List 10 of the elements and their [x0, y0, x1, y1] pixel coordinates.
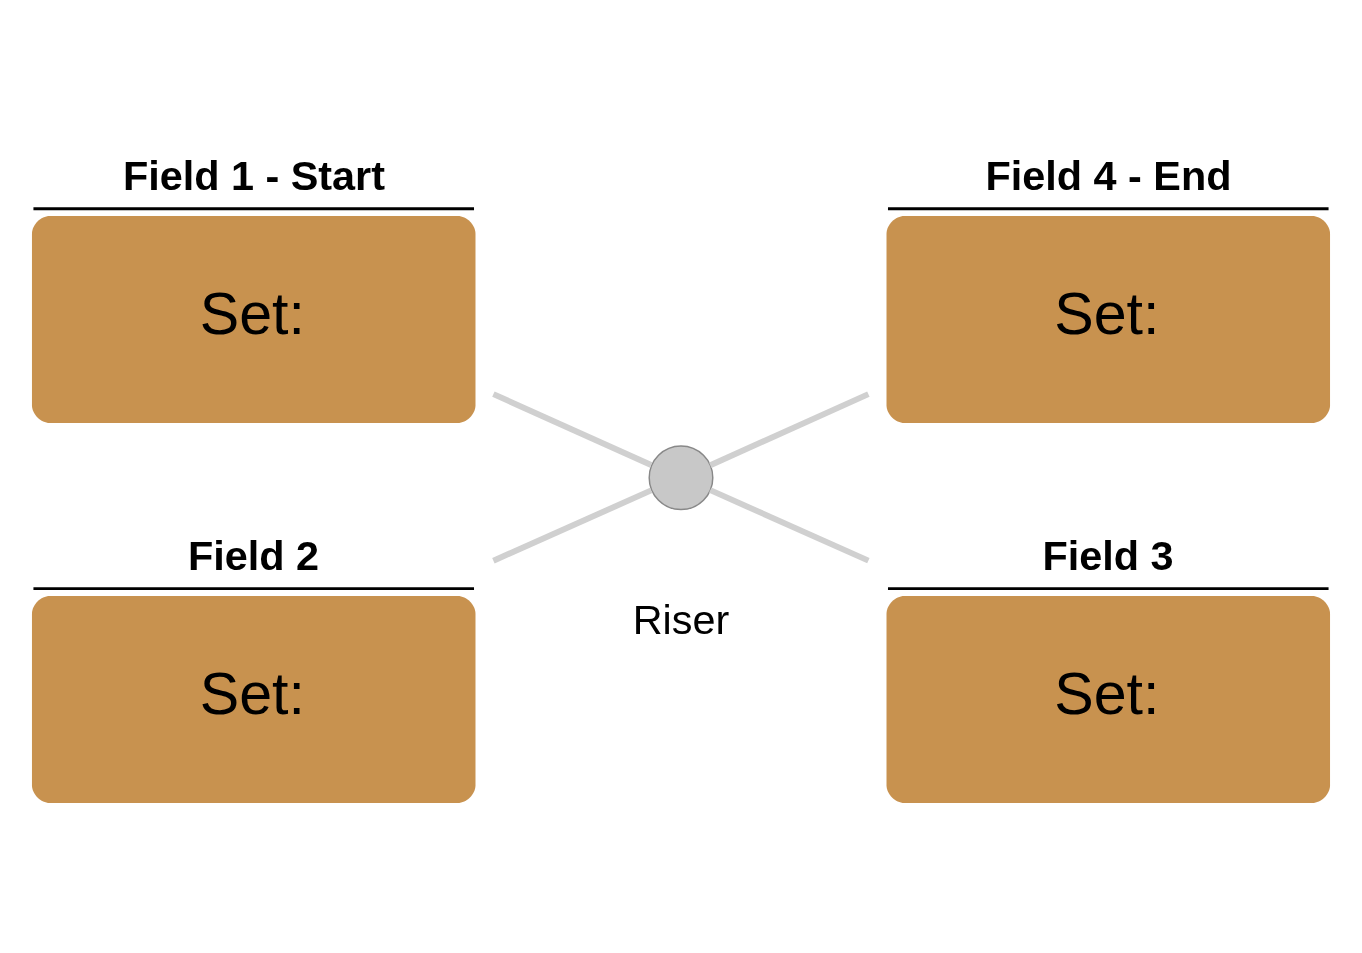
node-label: Field 4 - End: [985, 152, 1232, 199]
node-label: Riser: [632, 596, 730, 643]
connector: [709, 391, 870, 468]
node-label: Field 1 - Start: [122, 152, 385, 199]
node-label: Field 3: [1042, 532, 1174, 579]
node-label: Field 2: [187, 532, 319, 579]
connector: [709, 486, 870, 563]
connector: [492, 487, 653, 563]
node-circle: [648, 444, 714, 510]
connector: [492, 390, 653, 468]
